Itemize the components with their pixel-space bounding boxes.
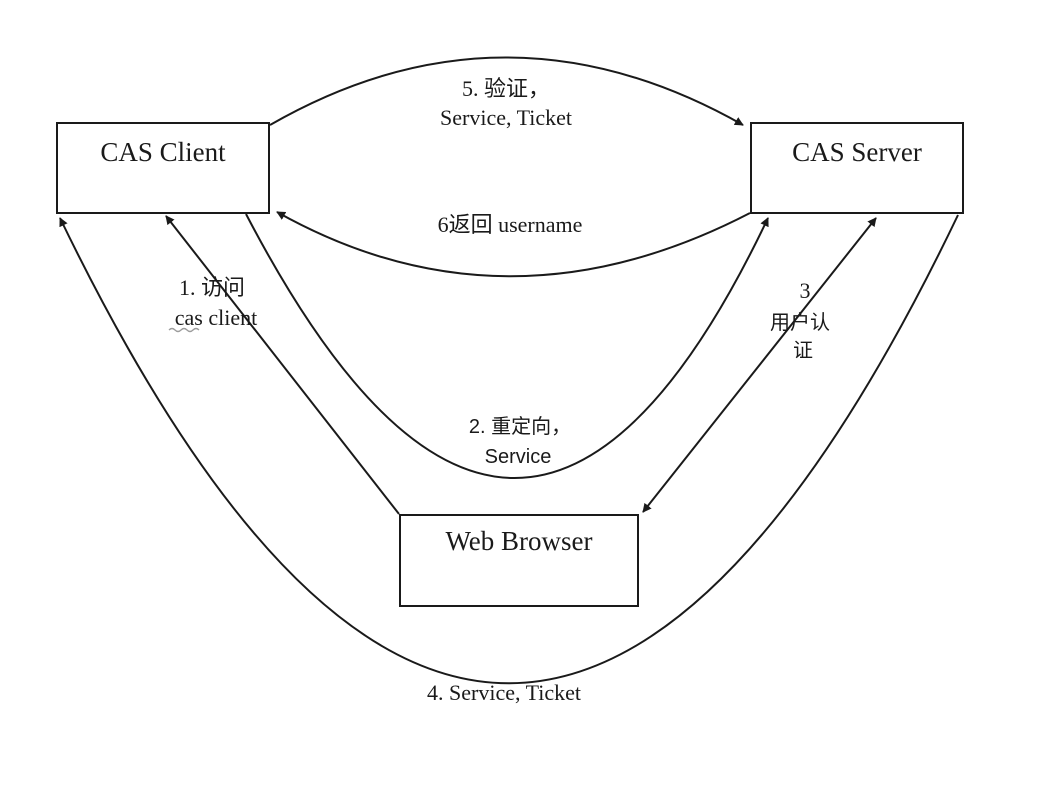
edge-step3-label: 3 用户认 证 <box>770 278 830 362</box>
edge-step6-label: 6返回 username <box>438 212 583 237</box>
node-cas-server-box <box>750 122 964 214</box>
edge-step5-arrow <box>269 56 744 126</box>
edge-step2-label: 2. 重定向， Service <box>469 415 571 468</box>
edge-step5-label-line2: Service, Ticket <box>440 105 572 130</box>
node-web-browser-box <box>399 514 639 607</box>
edge-step3-label-line2: 用户认 <box>770 311 830 334</box>
edge-step4-arrow <box>59 214 959 685</box>
edge-step2-arrow <box>245 213 769 479</box>
edge-step4-label: 4. Service, Ticket <box>427 680 581 705</box>
edge-step5-label: 5. 验证， Service, Ticket <box>440 76 572 130</box>
node-cas-server: CAS Server <box>750 122 964 214</box>
node-web-browser: Web Browser <box>399 514 639 607</box>
node-cas-client-box <box>56 122 270 214</box>
edge-step1-arrow <box>165 215 400 515</box>
edge-step2-label-line2: Service <box>485 446 552 468</box>
edge-step1-label-line1: 1. 访问 <box>179 275 245 300</box>
node-cas-client-label: CAS Client <box>100 137 226 167</box>
edge-step1-label-line2: cas client <box>175 305 257 330</box>
node-cas-server-label: CAS Server <box>792 137 922 167</box>
edge-step3-arrow <box>642 217 877 513</box>
edge-step2-label-line1: 2. 重定向， <box>469 415 571 438</box>
edge-step3-label-line3: 证 <box>793 339 813 362</box>
node-web-browser-label: Web Browser <box>445 526 592 556</box>
edge-step1-label: 1. 访问 cas client <box>168 275 257 333</box>
spellcheck-underline <box>168 327 200 333</box>
node-cas-client: CAS Client <box>56 122 270 214</box>
edge-step5-label-line1: 5. 验证， <box>462 76 550 101</box>
edge-step3-label-line1: 3 <box>800 278 811 303</box>
